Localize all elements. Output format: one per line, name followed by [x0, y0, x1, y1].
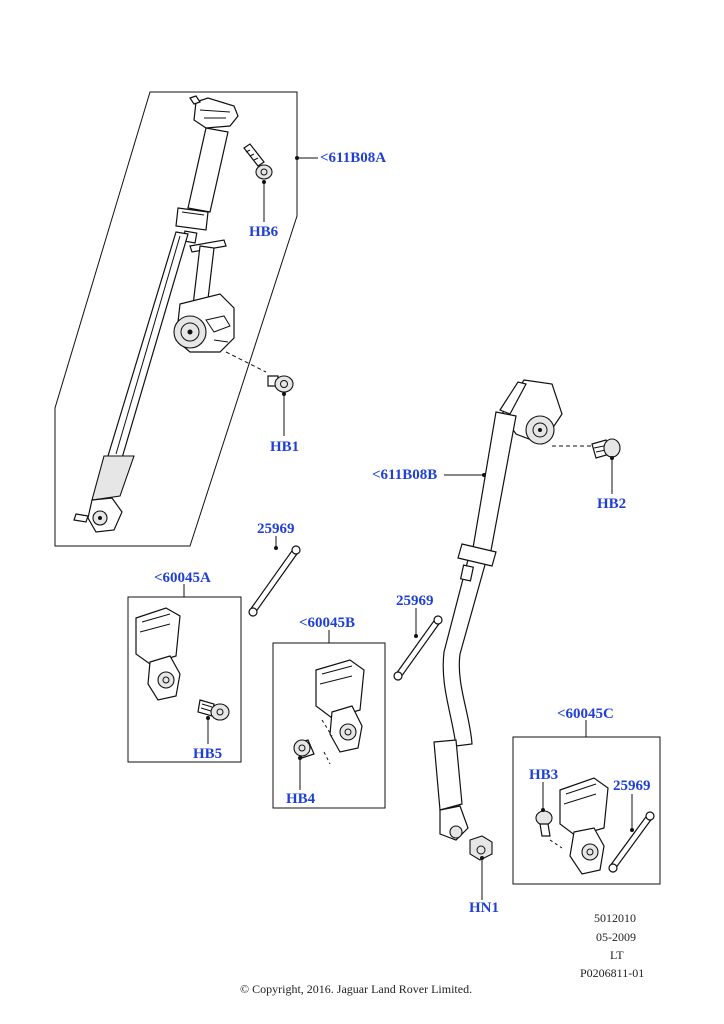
callout-60045b[interactable]: <60045B	[299, 615, 356, 631]
callout-hn1[interactable]: HN1	[469, 900, 499, 916]
leader-lines	[183, 156, 634, 900]
callout-25969-a[interactable]: 25969	[257, 521, 295, 537]
copyright-notice: © Copyright, 2016. Jaguar Land Rover Lim…	[240, 982, 473, 996]
strap-25969-a	[248, 545, 301, 617]
reference-date: 05-2009	[596, 930, 636, 944]
reference-lt: LT	[610, 948, 624, 962]
strap-25969-b	[393, 615, 443, 681]
callout-hb3[interactable]: HB3	[529, 767, 559, 783]
callout-hb5[interactable]: HB5	[193, 746, 223, 762]
callout-hb6[interactable]: HB6	[249, 224, 279, 240]
assembly-a-frame	[54, 91, 298, 547]
callout-611b08b[interactable]: <611B08B	[372, 467, 438, 483]
callout-611b08a[interactable]: <611B08A	[320, 150, 387, 166]
buckle-assembly-60045a	[127, 596, 242, 763]
buckle-assembly-60045c	[512, 736, 661, 885]
buckle-assembly-60045b	[272, 642, 386, 809]
callout-60045c[interactable]: <60045C	[557, 706, 614, 722]
callout-25969-c[interactable]: 25969	[613, 778, 651, 794]
callout-60045a[interactable]: <60045A	[154, 570, 211, 586]
callout-hb4[interactable]: HB4	[286, 791, 316, 807]
reference-illustration-number: P0206811-01	[580, 966, 645, 980]
callout-hb1[interactable]: HB1	[270, 439, 300, 455]
callout-hb2[interactable]: HB2	[597, 496, 627, 512]
rear-seat-belt-assembly-b	[433, 379, 621, 861]
callout-25969-b[interactable]: 25969	[396, 593, 434, 609]
reference-code: 5012010	[594, 911, 636, 925]
front-seat-belt-assembly-a	[54, 91, 298, 547]
